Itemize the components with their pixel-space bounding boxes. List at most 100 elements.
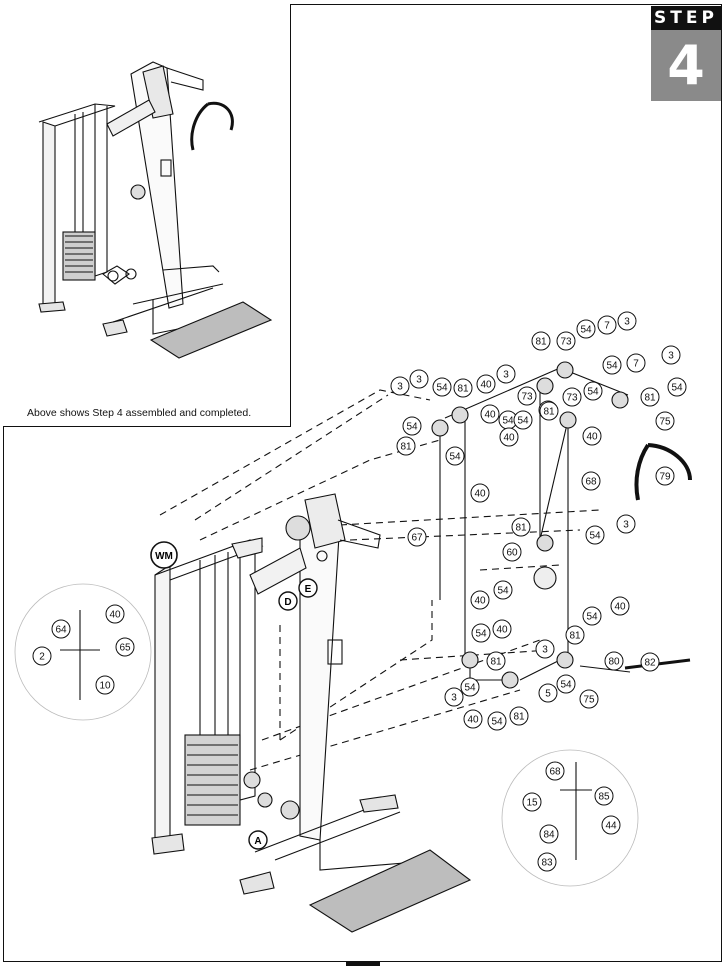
part-callout-text: 44 [605, 821, 617, 832]
part-callout-text: 54 [517, 416, 529, 427]
part-callout-text: 7 [604, 321, 610, 332]
part-callout-40: 40 [470, 590, 490, 610]
part-callout-68: 68 [581, 471, 601, 491]
letter-d: D [278, 591, 298, 611]
part-callout-75: 75 [655, 411, 675, 431]
part-callout-text: 79 [659, 472, 671, 483]
part-callout-text: 40 [474, 596, 486, 607]
part-callout-54: 54 [582, 606, 602, 626]
part-callout-text: 3 [416, 375, 422, 386]
part-callout-circle [463, 709, 483, 729]
part-callout-text: 54 [464, 683, 476, 694]
part-callout-text: 68 [585, 477, 597, 488]
part-callout-circle [585, 525, 605, 545]
part-callout-54: 54 [602, 355, 622, 375]
letter-callouts: WM D E A [150, 541, 318, 850]
part-callout-circle [535, 639, 555, 659]
part-callout-circle [32, 646, 52, 666]
part-callout-75: 75 [579, 689, 599, 709]
part-callout-text: 82 [644, 658, 656, 669]
part-callout-circle [538, 683, 558, 703]
part-callout-text: 2 [39, 652, 45, 663]
part-callout-circle [51, 619, 71, 639]
part-callout-text: 5 [545, 689, 551, 700]
part-callout-text: 54 [491, 717, 503, 728]
part-callout-54: 54 [460, 677, 480, 697]
part-callout-text: 40 [474, 489, 486, 500]
detail-right-parts [560, 762, 592, 860]
inset-caption: Above shows Step 4 assembled and complet… [27, 407, 252, 419]
part-callout-text: 3 [451, 693, 457, 704]
part-callout-text: 54 [586, 612, 598, 623]
part-callout-40: 40 [470, 483, 490, 503]
part-callout-circle [492, 619, 512, 639]
part-callout-5: 5 [538, 683, 558, 703]
part-callout-circle [601, 815, 621, 835]
part-callout-81: 81 [539, 401, 559, 421]
part-callout-81: 81 [396, 436, 416, 456]
part-callout-circle [617, 311, 637, 331]
part-callout-40: 40 [476, 374, 496, 394]
part-callout-text: 54 [497, 586, 509, 597]
part-callout-circle [496, 364, 516, 384]
part-callout-text: 81 [457, 384, 469, 395]
part-callout-text: 40 [484, 410, 496, 421]
part-callout-10: 10 [95, 675, 115, 695]
part-callout-circle [407, 527, 427, 547]
detail-left-parts [60, 610, 100, 700]
detail-circle-right [501, 749, 639, 887]
part-callout-40: 40 [480, 404, 500, 424]
main-column [249, 493, 381, 841]
part-callout-text: 54 [589, 531, 601, 542]
part-callout-54: 54 [471, 623, 491, 643]
part-callout-circle [476, 374, 496, 394]
part-callout-text: 81 [400, 442, 412, 453]
part-callout-54: 54 [585, 525, 605, 545]
part-callout-40: 40 [492, 619, 512, 639]
part-callout-circle [444, 687, 464, 707]
page-tab [346, 961, 380, 966]
part-callout-text: 75 [659, 417, 671, 428]
part-callout-81: 81 [531, 331, 551, 351]
part-callout-circle [539, 401, 559, 421]
part-callout-circle [597, 315, 617, 335]
part-callout-circle [390, 376, 410, 396]
part-callout-circle [486, 651, 506, 671]
part-callout-circle [661, 345, 681, 365]
part-callout-54: 54 [583, 381, 603, 401]
part-callout-circle [513, 410, 533, 430]
part-callout-circle [667, 377, 687, 397]
step-badge: STEP 4 [651, 6, 721, 101]
part-callout-circle [470, 483, 490, 503]
part-callout-54: 54 [402, 416, 422, 436]
part-callout-circle [471, 623, 491, 643]
part-callout-circle [499, 427, 519, 447]
part-callout-text: 40 [480, 380, 492, 391]
part-callout-circle [594, 786, 614, 806]
part-callout-text: 81 [513, 712, 525, 723]
part-callout-text: 54 [449, 452, 461, 463]
part-callout-73: 73 [562, 387, 582, 407]
letter-e: E [298, 578, 318, 598]
part-callout-text: 54 [560, 680, 572, 691]
part-callout-text: 54 [406, 422, 418, 433]
part-callout-3: 3 [617, 311, 637, 331]
part-callout-text: 10 [99, 681, 111, 692]
part-callout-3: 3 [535, 639, 555, 659]
step-number: 4 [651, 30, 721, 101]
part-callout-circle [493, 580, 513, 600]
part-callout-text: 40 [496, 625, 508, 636]
part-callout-3: 3 [409, 369, 429, 389]
part-callout-circle [655, 466, 675, 486]
pulley-cable-system [431, 361, 692, 689]
part-callout-text: 80 [608, 657, 620, 668]
part-callout-54: 54 [445, 446, 465, 466]
part-callout-circle [556, 331, 576, 351]
part-callout-circle [445, 446, 465, 466]
part-callout-81: 81 [640, 387, 660, 407]
part-callout-44: 44 [601, 815, 621, 835]
part-callout-81: 81 [486, 651, 506, 671]
part-callout-circle [470, 590, 490, 610]
part-callout-54: 54 [556, 674, 576, 694]
part-callout-text: 3 [397, 382, 403, 393]
